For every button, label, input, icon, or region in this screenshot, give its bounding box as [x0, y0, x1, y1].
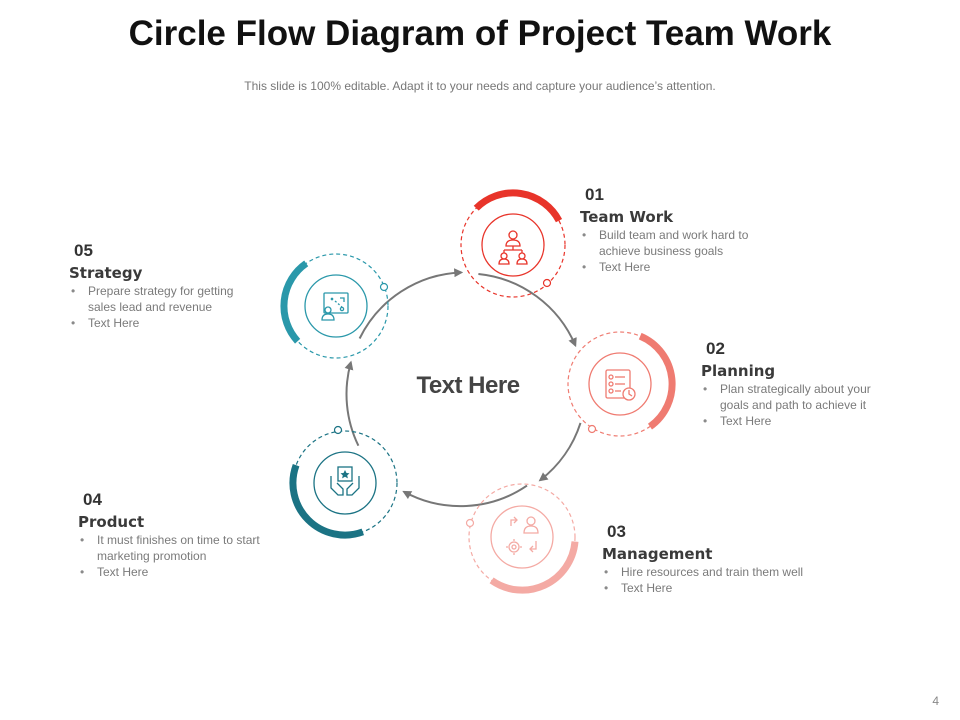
step-strategy: 05 Strategy Prepare strategy for getting… — [69, 241, 259, 331]
step-title: Strategy — [69, 264, 143, 282]
step-node-strategy — [280, 253, 389, 359]
bullet-item: It must finishes on time to start market… — [78, 532, 288, 564]
step-number: 05 — [74, 241, 93, 260]
step-management: 03 Management Hire resources and train t… — [602, 522, 842, 596]
step-bullets: Plan strategically about your goals and … — [701, 381, 901, 429]
manager-gear-icon — [506, 516, 539, 555]
strategy-board-icon — [321, 292, 349, 321]
step-title: Team Work — [580, 208, 674, 226]
checklist-icon — [605, 369, 636, 401]
hands-product-icon — [330, 466, 360, 496]
slide-title: Circle Flow Diagram of Project Team Work — [128, 14, 832, 53]
step-bullets: Prepare strategy for getting sales lead … — [69, 283, 259, 331]
cycle-arrow-1 — [358, 268, 464, 339]
center-text: Text Here — [416, 372, 520, 399]
step-bullets: Build team and work hard to achieve busi… — [580, 227, 780, 275]
bullet-item: Text Here — [580, 259, 780, 275]
step-planning: 02 Planning Plan strategically about you… — [701, 339, 901, 429]
step-bullets: Hire resources and train them well Text … — [602, 564, 842, 596]
step-number: 01 — [585, 185, 604, 204]
step-number: 03 — [607, 522, 626, 541]
page-number: 4 — [932, 694, 939, 708]
cycle-arrow-2 — [478, 273, 577, 348]
step-number: 02 — [706, 339, 725, 358]
cycle-arrow-3 — [538, 422, 582, 482]
slide-subtitle: This slide is 100% editable. Adapt it to… — [244, 79, 716, 93]
step-product: 04 Product It must finishes on time to s… — [78, 490, 288, 580]
step-title: Management — [602, 545, 713, 563]
step-title: Planning — [701, 362, 776, 380]
bullet-item: Text Here — [602, 580, 842, 596]
bullet-item: Prepare strategy for getting sales lead … — [69, 283, 259, 315]
step-title: Product — [78, 513, 145, 531]
step-node-management — [465, 483, 579, 594]
step-node-product — [289, 425, 398, 539]
team-hierarchy-icon — [498, 230, 528, 265]
cycle-arrows — [344, 268, 582, 508]
bullet-item: Text Here — [701, 413, 901, 429]
bullet-item: Text Here — [78, 564, 288, 580]
cycle-arrow-4 — [402, 484, 528, 508]
step-team-work: 01 Team Work Build team and work hard to… — [580, 185, 780, 275]
step-node-team-work — [460, 189, 566, 298]
bullet-item: Build team and work hard to achieve busi… — [580, 227, 780, 259]
step-bullets: It must finishes on time to start market… — [78, 532, 288, 580]
step-node-planning — [567, 331, 676, 437]
bullet-item: Text Here — [69, 315, 259, 331]
bullet-item: Hire resources and train them well — [602, 564, 842, 580]
bullet-item: Plan strategically about your goals and … — [701, 381, 901, 413]
step-number: 04 — [83, 490, 102, 509]
cycle-arrow-5 — [344, 360, 360, 447]
